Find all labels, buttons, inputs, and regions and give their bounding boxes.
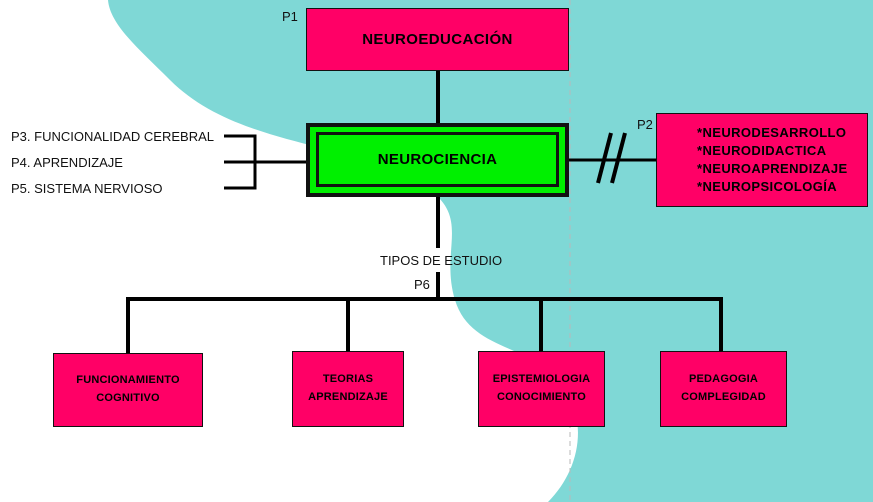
p2-box: *NEURODESARROLLO *NEURODIDACTICA *NEUROA… (656, 113, 868, 207)
tipos-de-estudio-label: TIPOS DE ESTUDIO (380, 253, 503, 268)
p2-list: *NEURODESARROLLO *NEURODIDACTICA *NEUROA… (697, 124, 848, 196)
box-line: EPISTEMIOLOGIA (492, 373, 591, 386)
neurociencia-title: NEUROCIENCIA (377, 151, 498, 168)
box-line: FUNCIONAMIENTO (76, 374, 180, 387)
neuroeducacion-title: NEUROEDUCACIÓN (362, 31, 513, 48)
box-line: COMPLEGIDAD (681, 391, 766, 403)
teorias-aprendizaje-box: TEORIAS APRENDIZAJE (292, 351, 404, 427)
p1-tag: P1 (282, 9, 298, 24)
neurociencia-box: NEUROCIENCIA (316, 132, 559, 187)
p2-item: *NEURODESARROLLO (697, 125, 847, 140)
box-line: COGNITIVO (96, 392, 160, 404)
p6-tag: P6 (414, 277, 430, 292)
left-item-p4: P4. APRENDIZAJE (11, 155, 123, 170)
box-line: APRENDIZAJE (308, 391, 388, 403)
neuroeducacion-box: NEUROEDUCACIÓN (306, 8, 569, 71)
break-mark-2 (610, 132, 627, 184)
break-mark-1 (596, 132, 613, 184)
pedagogia-complegidad-box: PEDAGOGIA COMPLEGIDAD (660, 351, 787, 427)
epistemiologia-conocimiento-box: EPISTEMIOLOGIA CONOCIMIENTO (478, 351, 605, 427)
box-line: PEDAGOGIA (688, 373, 758, 386)
p2-item: *NEUROAPRENDIZAJE (697, 161, 848, 176)
box-line: TEORIAS (322, 373, 374, 386)
left-item-p3: P3. FUNCIONALIDAD CEREBRAL (11, 129, 214, 144)
box-line: CONOCIMIENTO (497, 391, 586, 403)
p2-item: *NEURODIDACTICA (697, 143, 827, 158)
p2-tag: P2 (637, 117, 653, 132)
p2-item: *NEUROPSICOLOGÍA (697, 179, 838, 194)
left-item-p5: P5. SISTEMA NERVIOSO (11, 181, 163, 196)
funcionamiento-cognitivo-box: FUNCIONAMIENTO COGNITIVO (53, 353, 203, 427)
